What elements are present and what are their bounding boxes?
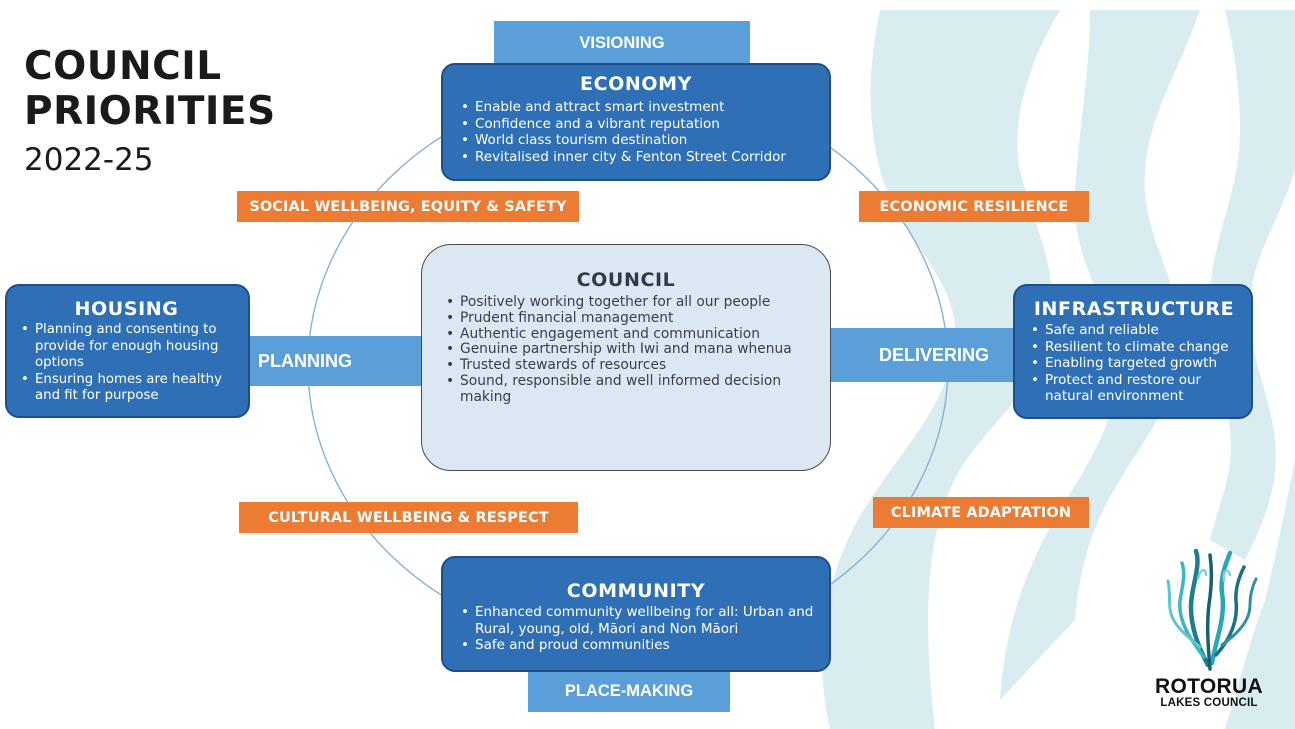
tag-social-wellbeing: SOCIAL WELLBEING, EQUITY & SAFETY bbox=[237, 191, 579, 222]
connector-left-label: PLANNING bbox=[258, 350, 352, 371]
koru-logo-icon bbox=[1166, 548, 1258, 671]
infrastructure-item: Enabling targeted growth bbox=[1027, 355, 1241, 372]
community-title: COMMUNITY bbox=[566, 580, 706, 602]
connector-top: VISIONING bbox=[494, 21, 750, 67]
council-item: Trusted stewards of resources bbox=[442, 357, 810, 374]
housing-item: Planning and consenting to provide for e… bbox=[17, 322, 236, 372]
economy-item: Confidence and a vibrant reputation bbox=[457, 116, 815, 133]
council-item: Genuine partnership with Iwi and mana wh… bbox=[442, 342, 810, 358]
community-list: Enhanced community wellbeing for all: Ur… bbox=[457, 604, 815, 654]
tag-climate-adaptation: CLIMATE ADAPTATION bbox=[873, 497, 1089, 528]
title-block: COUNCIL PRIORITIES 2022-25 bbox=[24, 44, 276, 180]
page-title-line-2: PRIORITIES bbox=[24, 89, 276, 134]
page-subtitle-year: 2022-25 bbox=[24, 142, 154, 178]
connector-left: PLANNING bbox=[238, 336, 424, 386]
connector-bottom-label: PLACE-MAKING bbox=[564, 682, 694, 700]
infrastructure-item: Resilient to climate change bbox=[1027, 339, 1241, 356]
council-item: Prudent financial management bbox=[442, 310, 810, 327]
community-item: Enhanced community wellbeing for all: Ur… bbox=[457, 604, 815, 637]
economy-item: World class tourism destination bbox=[457, 132, 815, 149]
page-title-line-1: COUNCIL bbox=[24, 44, 222, 89]
housing-item: Ensuring homes are healthy and fit for p… bbox=[17, 372, 236, 405]
logo-name: ROTORUA bbox=[1155, 675, 1263, 698]
council-list: Positively working together for all our … bbox=[442, 294, 810, 406]
economy-item: Enable and attract smart investment bbox=[457, 99, 815, 116]
housing-title: HOUSING bbox=[74, 298, 179, 320]
economy-item: Revitalised inner city & Fenton Street C… bbox=[457, 149, 815, 166]
community-box: COMMUNITY Enhanced community wellbeing f… bbox=[441, 556, 831, 672]
council-item: Authentic engagement and communication bbox=[442, 326, 810, 343]
infrastructure-box: INFRASTRUCTURE Safe and reliable Resilie… bbox=[1013, 284, 1253, 419]
rotorua-logo: ROTORUA LAKES COUNCIL bbox=[1140, 545, 1280, 715]
infrastructure-item: Protect and restore our natural environm… bbox=[1027, 372, 1241, 405]
economy-box: ECONOMY Enable and attract smart investm… bbox=[441, 63, 831, 181]
tag-cultural-wellbeing: CULTURAL WELLBEING & RESPECT bbox=[239, 502, 578, 533]
connector-top-label: VISIONING bbox=[579, 34, 665, 52]
connector-right: DELIVERING bbox=[829, 328, 1019, 382]
economy-title: ECONOMY bbox=[580, 73, 692, 95]
council-item: Sound, responsible and well informed dec… bbox=[442, 373, 810, 406]
tag-economic-resilience: ECONOMIC RESILIENCE bbox=[859, 191, 1089, 222]
council-box: COUNCIL Positively working together for … bbox=[421, 244, 831, 471]
connector-bottom: PLACE-MAKING bbox=[528, 664, 730, 712]
community-item: Safe and proud communities bbox=[457, 637, 815, 654]
economy-list: Enable and attract smart investment Conf… bbox=[457, 99, 815, 165]
infrastructure-title: INFRASTRUCTURE bbox=[1033, 298, 1235, 320]
council-item: Positively working together for all our … bbox=[442, 294, 810, 311]
logo-subtitle: LAKES COUNCIL bbox=[1160, 697, 1258, 709]
infrastructure-list: Safe and reliable Resilient to climate c… bbox=[1027, 322, 1241, 405]
housing-box: HOUSING Planning and consenting to provi… bbox=[5, 284, 250, 418]
housing-list: Planning and consenting to provide for e… bbox=[17, 322, 236, 405]
council-title: COUNCIL bbox=[576, 269, 676, 291]
infrastructure-item: Safe and reliable bbox=[1027, 322, 1241, 339]
connector-right-label: DELIVERING bbox=[879, 344, 990, 365]
